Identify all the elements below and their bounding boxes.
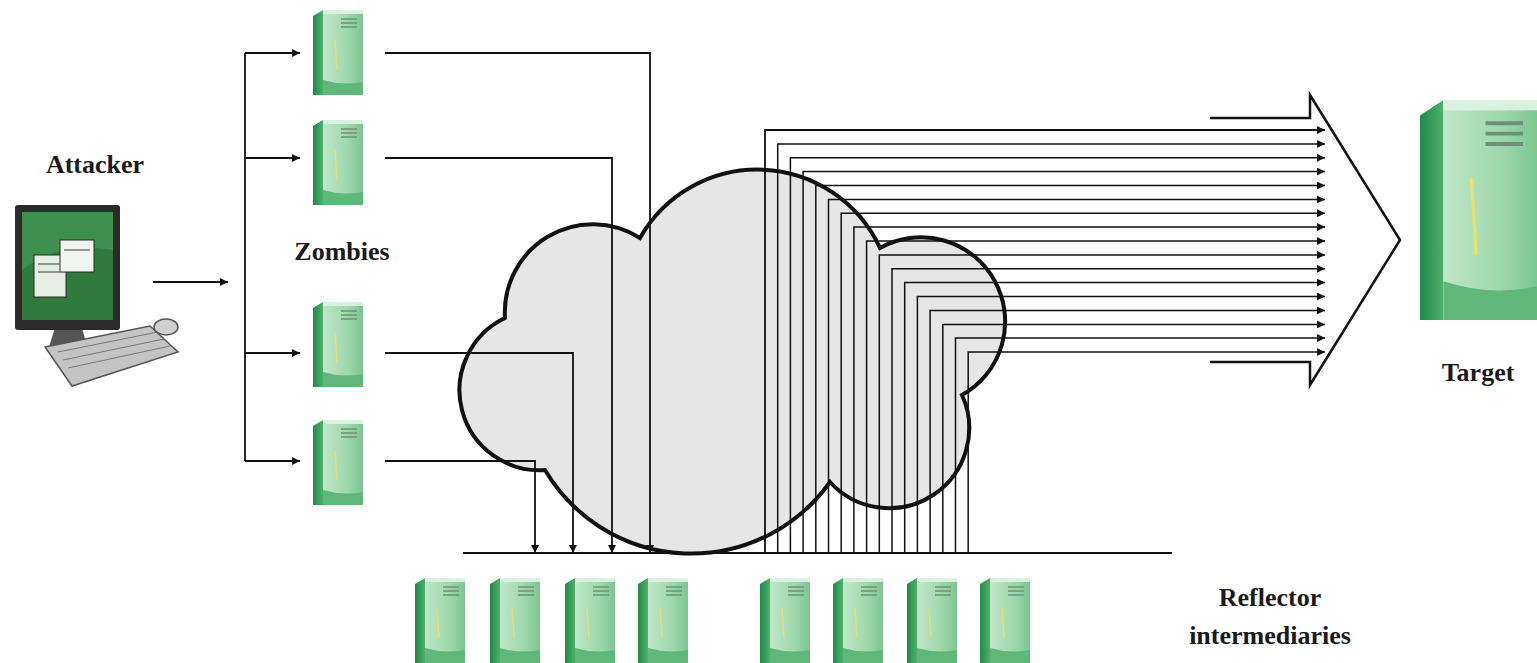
reflector-server <box>490 578 540 663</box>
node-label: Target <box>1418 358 1537 388</box>
reflector-server <box>638 578 688 663</box>
zombie-server <box>313 420 363 505</box>
attack-arrow <box>385 53 650 553</box>
target-server <box>1420 100 1537 320</box>
target-node: Target <box>1325 95 1537 395</box>
attack-arrow <box>153 281 228 283</box>
reflector-server <box>565 578 615 663</box>
hollow-arrow <box>1210 95 1400 385</box>
computer-icon <box>15 205 178 386</box>
reflector-server <box>980 578 1030 663</box>
zombie-server <box>313 10 363 95</box>
group-label: Zombies <box>282 237 402 267</box>
zombie-group: Zombies <box>228 30 385 510</box>
reflector-server <box>833 578 883 663</box>
zombie-server <box>313 302 363 387</box>
group-label: Reflector intermediaries <box>1170 579 1370 655</box>
fan-out-bracket <box>245 53 300 461</box>
reflector-bar <box>463 552 1172 554</box>
reflector-group: Reflector intermediaries <box>410 553 1380 663</box>
attack-line <box>385 158 612 553</box>
reflector-server <box>907 578 957 663</box>
reflector-server <box>760 578 810 663</box>
zombie-server <box>313 120 363 205</box>
node-label: Attacker <box>27 150 163 180</box>
reflected-line <box>778 144 1325 553</box>
reflector-server <box>415 578 465 663</box>
attack-arrow <box>765 130 1325 553</box>
attacker-node: Attacker <box>12 140 153 380</box>
